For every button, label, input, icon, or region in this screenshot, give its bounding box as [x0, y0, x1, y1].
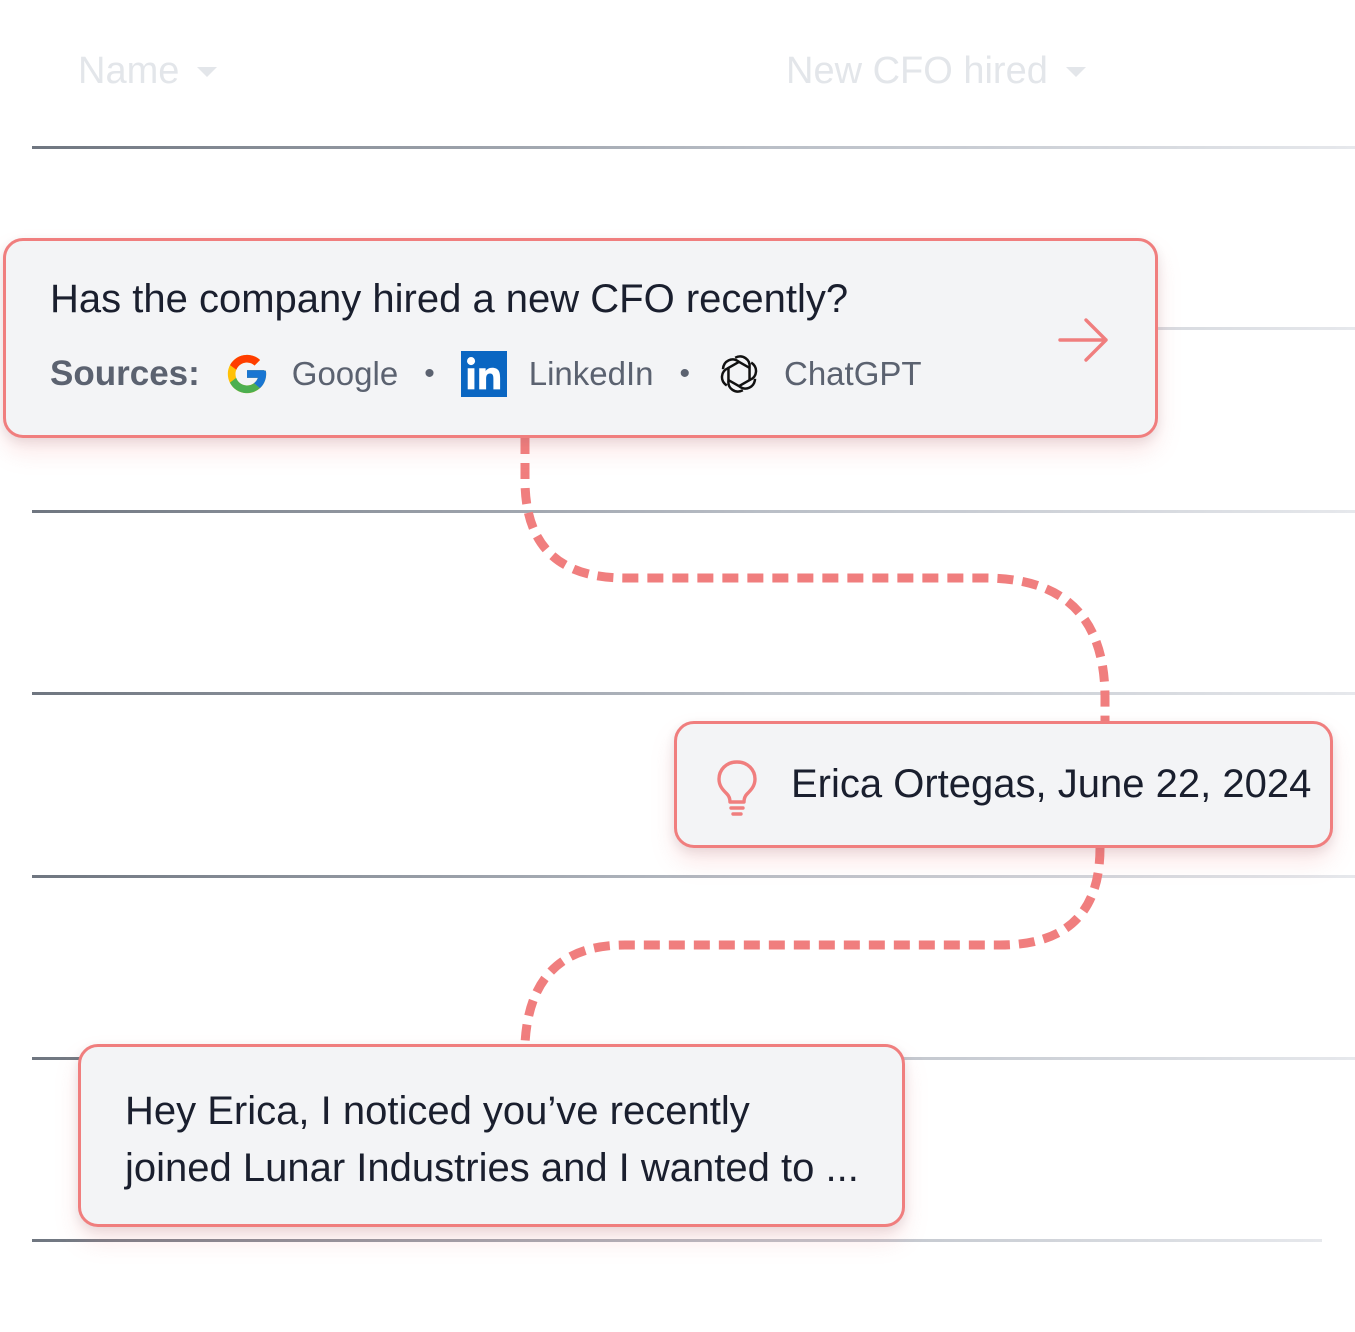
- google-icon: [227, 354, 266, 394]
- connector-answer-to-message: [520, 847, 1105, 1045]
- table-divider: [32, 875, 1355, 878]
- linkedin-icon: [460, 351, 507, 397]
- caret-down-icon: [197, 66, 218, 77]
- message-preview: Hey Erica, I noticed you’ve recently joi…: [125, 1083, 859, 1197]
- sources-list: Sources: Google • LinkedIn •: [50, 349, 922, 399]
- message-line: Hey Erica, I noticed you’ve recently: [125, 1089, 750, 1133]
- answer-text: Erica Ortegas, June 22, 2024: [791, 762, 1312, 806]
- table-divider: [32, 1239, 1322, 1242]
- source-separator: •: [424, 357, 435, 390]
- caret-down-icon: [1065, 66, 1086, 77]
- table-divider: [32, 692, 1355, 695]
- sources-label: Sources:: [50, 354, 200, 393]
- source-separator: •: [679, 357, 690, 390]
- column-header-label: Name: [78, 50, 180, 92]
- column-header-new-cfo-hired[interactable]: New CFO hired: [786, 50, 1086, 93]
- message-card[interactable]: Hey Erica, I noticed you’ve recently joi…: [78, 1044, 905, 1227]
- column-header-label: New CFO hired: [786, 50, 1048, 92]
- table-divider: [32, 510, 1355, 513]
- query-question: Has the company hired a new CFO recently…: [50, 277, 849, 321]
- answer-card[interactable]: Erica Ortegas, June 22, 2024: [674, 721, 1333, 848]
- source-name: LinkedIn: [528, 355, 654, 392]
- chatgpt-icon: [720, 355, 758, 393]
- lightbulb-icon: [717, 760, 757, 816]
- source-name: ChatGPT: [784, 355, 922, 392]
- query-card[interactable]: Has the company hired a new CFO recently…: [3, 238, 1158, 438]
- arrow-right-icon[interactable]: [1056, 315, 1112, 365]
- connector-query-to-answer: [520, 438, 1110, 721]
- column-header-name[interactable]: Name: [78, 50, 218, 93]
- message-line: joined Lunar Industries and I wanted to …: [125, 1146, 859, 1190]
- source-name: Google: [291, 355, 399, 392]
- table-divider: [32, 146, 1355, 149]
